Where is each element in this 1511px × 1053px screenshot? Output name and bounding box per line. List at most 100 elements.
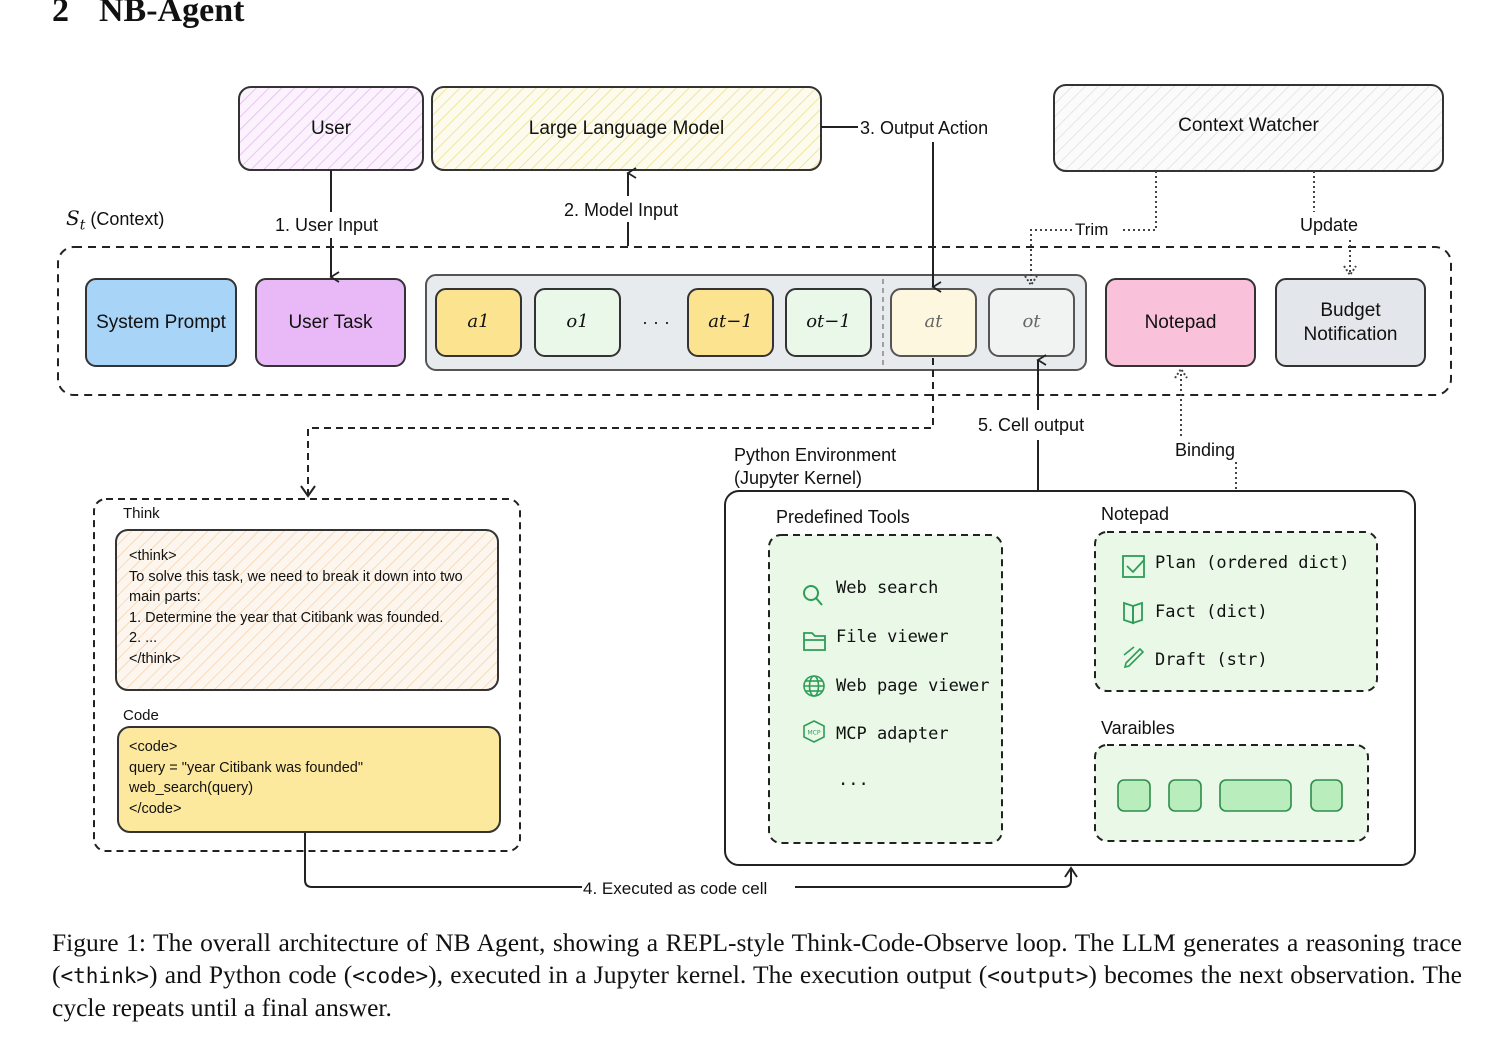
caption-part-4: ) becomes the next observation. The cycl… [52, 960, 1462, 1022]
edge-trim-label: Trim [1075, 220, 1109, 239]
trim-path-left [1030, 229, 1072, 284]
action-to-think-arrowhead [300, 485, 316, 498]
edge-cell-output-label: 5. Cell output [978, 415, 1085, 435]
at-minus-1-base: a [708, 311, 719, 333]
budget-notification-box [1275, 278, 1426, 367]
search-icon [803, 585, 823, 606]
variables-label: Varaibles [1101, 718, 1175, 738]
ot-minus-1-base: o [806, 311, 818, 333]
notepad-context-box [1105, 278, 1256, 367]
python-env-title-2: (Jupyter Kernel) [734, 468, 863, 488]
binding-arrowhead-up [1174, 367, 1188, 379]
executed-path-right [795, 870, 1072, 888]
notepad-fact: Fact (dict) [1155, 602, 1268, 622]
tools-more: ... [838, 770, 869, 790]
context-symbol: S [66, 206, 80, 230]
section-number: 2 [52, 0, 69, 29]
executed-path-left [304, 833, 582, 888]
predefined-tools-panel [768, 534, 1003, 844]
tool-web-page-viewer: Web page viewer [836, 676, 990, 696]
code-line: web_search(query) [129, 780, 254, 796]
trim-path [1120, 171, 1157, 231]
at-sub: t [935, 311, 943, 333]
caption-part-1: Figure 1: The overall architecture of NB… [52, 928, 1462, 989]
think-section-label: Think [123, 505, 160, 522]
ot-base: o [1022, 311, 1034, 333]
notepad-context-label: Notepad [1144, 311, 1217, 333]
caption-part-3: ), executed in a Jupyter kernel. The exe… [428, 960, 988, 989]
code-line: </code> [129, 800, 182, 817]
code-box [117, 726, 501, 833]
code-line: query = "year Citibank was founded" [129, 759, 363, 776]
user-task-label: User Task [288, 311, 373, 333]
caption-part-2: ) and Python code ( [149, 960, 353, 989]
think-line: 1. Determine the year that Citibank was … [129, 609, 444, 626]
notepad-panel-label: Notepad [1101, 504, 1170, 524]
executed-arrowhead [1064, 866, 1078, 878]
figure-caption: Figure 1: The overall architecture of NB… [52, 927, 1462, 1024]
code-section-label: Code [123, 707, 159, 724]
caption-code-output: <output> [987, 964, 1089, 988]
a1-base: a [467, 311, 479, 333]
caption-code-think: <think> [60, 964, 150, 988]
pencil-icon [1123, 646, 1145, 669]
context-watcher-box [1053, 84, 1444, 172]
ot-sub: t [1033, 311, 1041, 333]
edge-update-label: Update [1300, 215, 1359, 235]
tool-web-search: Web search [836, 578, 939, 598]
folder-icon [803, 632, 826, 651]
ot-minus-1-box [785, 288, 872, 357]
book-icon [1123, 601, 1143, 625]
notepad-draft: Draft (str) [1155, 650, 1268, 670]
budget-line-2: Notification [1303, 323, 1398, 345]
at-minus-1-box [687, 288, 774, 357]
section-title: NB-Agent [99, 0, 245, 29]
variable-slot [1310, 779, 1343, 812]
predefined-tools-label: Predefined Tools [776, 507, 910, 527]
code-line: <code> [129, 739, 178, 755]
edge-model-input-label: 2. Model Input [564, 200, 679, 220]
variable-slot [1168, 779, 1202, 812]
budget-line-1: Budget [1320, 299, 1381, 321]
edge-executed-label: 4. Executed as code cell [583, 879, 768, 898]
system-prompt-label: System Prompt [96, 311, 226, 333]
llm-box-label: Large Language Model [528, 117, 725, 139]
budget-notification-label: Budget Notification [1276, 279, 1425, 366]
context-text: (Context) [90, 209, 165, 229]
sequence-ellipsis: · · · [642, 312, 670, 333]
user-box-label: User [310, 117, 352, 139]
context-container [57, 246, 1452, 396]
mcp-icon: MCP [803, 720, 825, 743]
ot-minus-1-sub: t−1 [817, 311, 851, 333]
context-label: St (Context) [66, 208, 164, 233]
variable-slot [1219, 779, 1292, 812]
edge-binding-label: Binding [1175, 440, 1236, 460]
system-prompt-box [85, 278, 237, 367]
caption-code-code: <code> [352, 964, 429, 988]
o1-sub: 1 [577, 311, 589, 333]
context-watcher-label: Context Watcher [1178, 115, 1319, 137]
edge-user-input-label: 1. User Input [275, 215, 379, 235]
ot-box [988, 288, 1075, 357]
o1-box [534, 288, 621, 357]
variable-slot [1117, 779, 1151, 812]
notepad-panel [1094, 531, 1378, 692]
a1-box [435, 288, 522, 357]
svg-text:MCP: MCP [808, 730, 821, 737]
think-box [115, 529, 499, 691]
tool-mcp-adapter: MCP adapter [836, 724, 949, 744]
context-subscript: t [79, 217, 86, 234]
think-line: </think> [129, 650, 181, 667]
think-content: <think> To solve this task, we need to b… [129, 546, 463, 669]
python-env-title-1: Python Environment [734, 445, 897, 465]
think-line: 2. ... [129, 630, 158, 646]
code-content: <code> query = "year Citibank was founde… [129, 737, 363, 819]
globe-icon [803, 675, 825, 697]
edge-output-action-label: 3. Output Action [860, 118, 989, 138]
notepad-plan: Plan (ordered dict) [1155, 553, 1350, 573]
